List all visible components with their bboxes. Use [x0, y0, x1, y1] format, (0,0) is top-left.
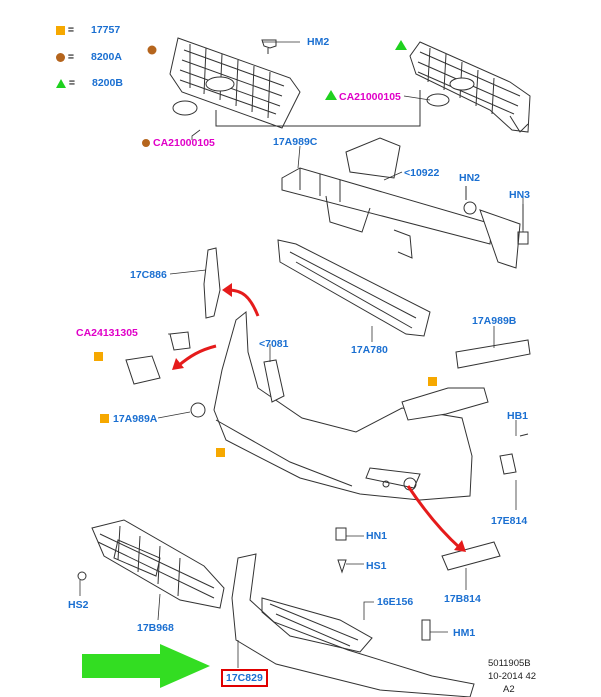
cover-17a989a [190, 402, 206, 418]
brown-dot-marker-2 [142, 139, 150, 147]
legend-equals: = [67, 51, 75, 63]
label-hm2: HM2 [307, 36, 330, 48]
legend-row-17757: = 17757 [56, 24, 121, 36]
legend-text: 8200B [91, 77, 123, 89]
label-17a989c: 17A989C [273, 136, 318, 148]
sensor-bracket [125, 355, 161, 385]
legend-row-8200a: = 8200A [56, 51, 122, 63]
bracket-17c886 [203, 247, 221, 319]
legend-equals: = [67, 24, 75, 36]
radiator-grille-right [409, 41, 531, 133]
label-17a989a: 17A989A [113, 413, 158, 425]
legend-row-8200b: = 8200B [56, 77, 123, 89]
fog-lamp-bezel [401, 387, 489, 421]
clip-hm1 [421, 619, 431, 641]
brown-dot-marker [147, 45, 157, 55]
legend-text: 17757 [90, 24, 121, 36]
label-hs2: HS2 [68, 599, 89, 611]
legend-text: 8200A [90, 51, 122, 63]
label-17e814: 17E814 [491, 515, 528, 527]
nut-hn3 [517, 231, 529, 245]
orange-square-icon [56, 25, 65, 35]
clip-hm2 [261, 39, 277, 54]
label-hm1: HM1 [453, 627, 476, 639]
label-17b968: 17B968 [137, 622, 174, 634]
label-ca24131305: CA24131305 [76, 327, 138, 339]
parking-sensor [169, 331, 191, 351]
trim-7081 [263, 359, 285, 403]
green-triangle-marker [395, 40, 407, 50]
label-17a780: 17A780 [351, 344, 388, 356]
label-17b814: 17B814 [444, 593, 481, 605]
label-hn3: HN3 [509, 189, 531, 201]
footer-drawing-number: 5011905B [488, 658, 531, 669]
footer-date-code: 10-2014 42 [488, 671, 537, 682]
label-hn2: HN2 [459, 172, 481, 184]
legend-equals: = [68, 77, 76, 89]
orange-square-marker-4 [216, 448, 225, 457]
bracket-17e814 [499, 433, 529, 475]
bumper-reinforcement-beam [281, 137, 521, 269]
nut-hn1 [335, 527, 347, 541]
brown-dot-icon [56, 52, 65, 62]
nut-hn2 [463, 201, 477, 215]
lower-bumper-cover [231, 553, 475, 697]
radiator-grille-left [169, 37, 301, 129]
emblem-right [426, 93, 450, 107]
label-17c829-highlighted: 17C829 [221, 669, 268, 687]
label-ca21000105-right: CA21000105 [339, 91, 401, 103]
label-hb1: HB1 [507, 410, 529, 422]
orange-square-marker-2 [100, 414, 109, 423]
label-10922: <10922 [404, 167, 440, 179]
orange-square-marker [94, 352, 103, 361]
emblem-left [172, 100, 198, 116]
label-hn1: HN1 [366, 530, 388, 542]
front-bumper-cover [213, 310, 473, 501]
label-ca21000105-left: CA21000105 [153, 137, 215, 149]
strip-17a989b [455, 339, 531, 369]
footer-revision: A2 [503, 684, 515, 695]
label-17a989b: 17A989B [472, 315, 517, 327]
green-triangle-marker-2 [325, 90, 337, 100]
grille-17b814 [441, 541, 501, 571]
label-7081: <7081 [259, 338, 289, 350]
lower-grille-17b968 [91, 519, 225, 609]
screw-hs2 [77, 571, 87, 581]
screw-hs1 [337, 559, 347, 574]
label-16e156: 16E156 [377, 596, 414, 608]
orange-square-marker-3 [428, 377, 437, 386]
label-17c886: 17C886 [130, 269, 167, 281]
energy-absorber [277, 239, 431, 337]
green-highlight-arrow [82, 644, 210, 688]
green-triangle-icon [56, 78, 66, 88]
label-hs1: HS1 [366, 560, 387, 572]
